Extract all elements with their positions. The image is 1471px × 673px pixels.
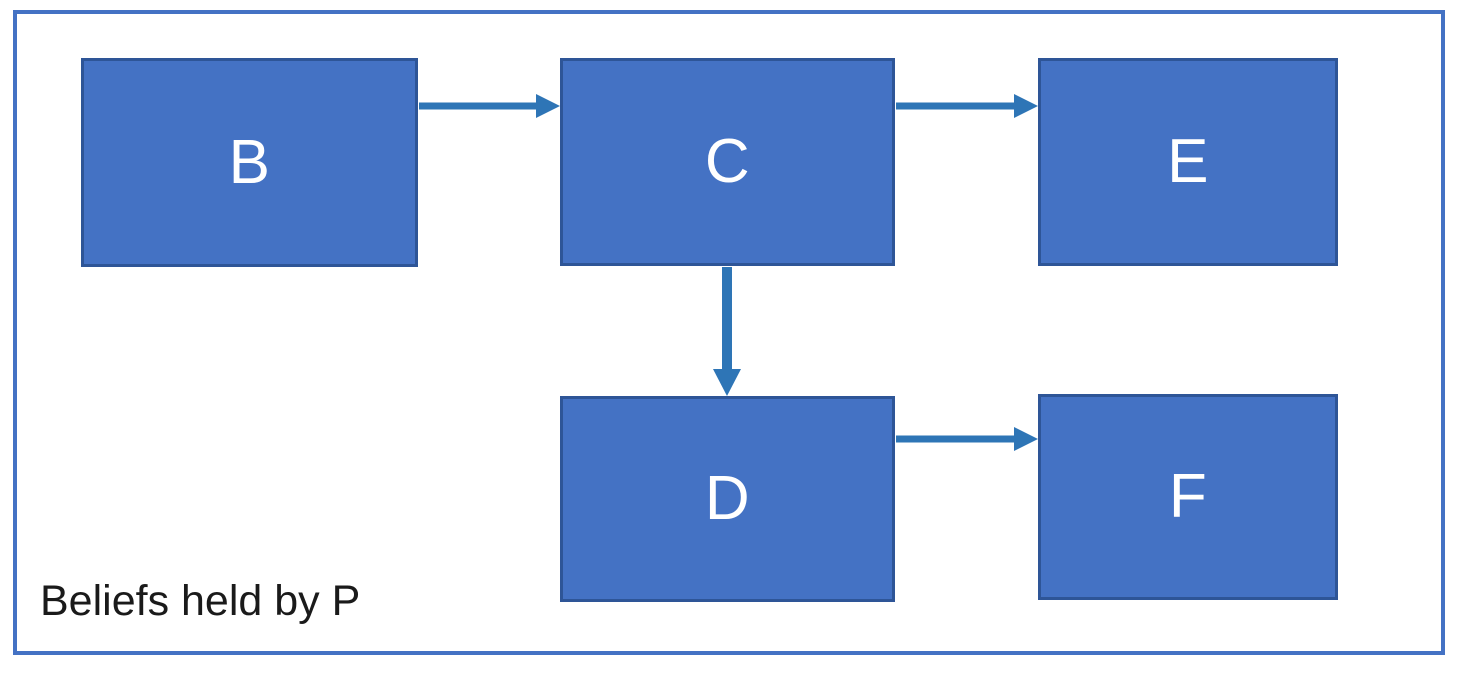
node-e-label: E — [1167, 127, 1209, 196]
container-caption: Beliefs held by P — [40, 577, 361, 625]
node-e[interactable]: E — [1038, 58, 1338, 266]
node-f[interactable]: F — [1038, 394, 1338, 600]
node-f-label: F — [1168, 462, 1208, 531]
node-d[interactable]: D — [560, 396, 895, 602]
node-b-label: B — [228, 127, 271, 197]
node-d-label: D — [704, 464, 751, 533]
node-c-label: C — [704, 127, 751, 196]
node-c[interactable]: C — [560, 58, 895, 266]
node-b[interactable]: B — [81, 58, 418, 267]
